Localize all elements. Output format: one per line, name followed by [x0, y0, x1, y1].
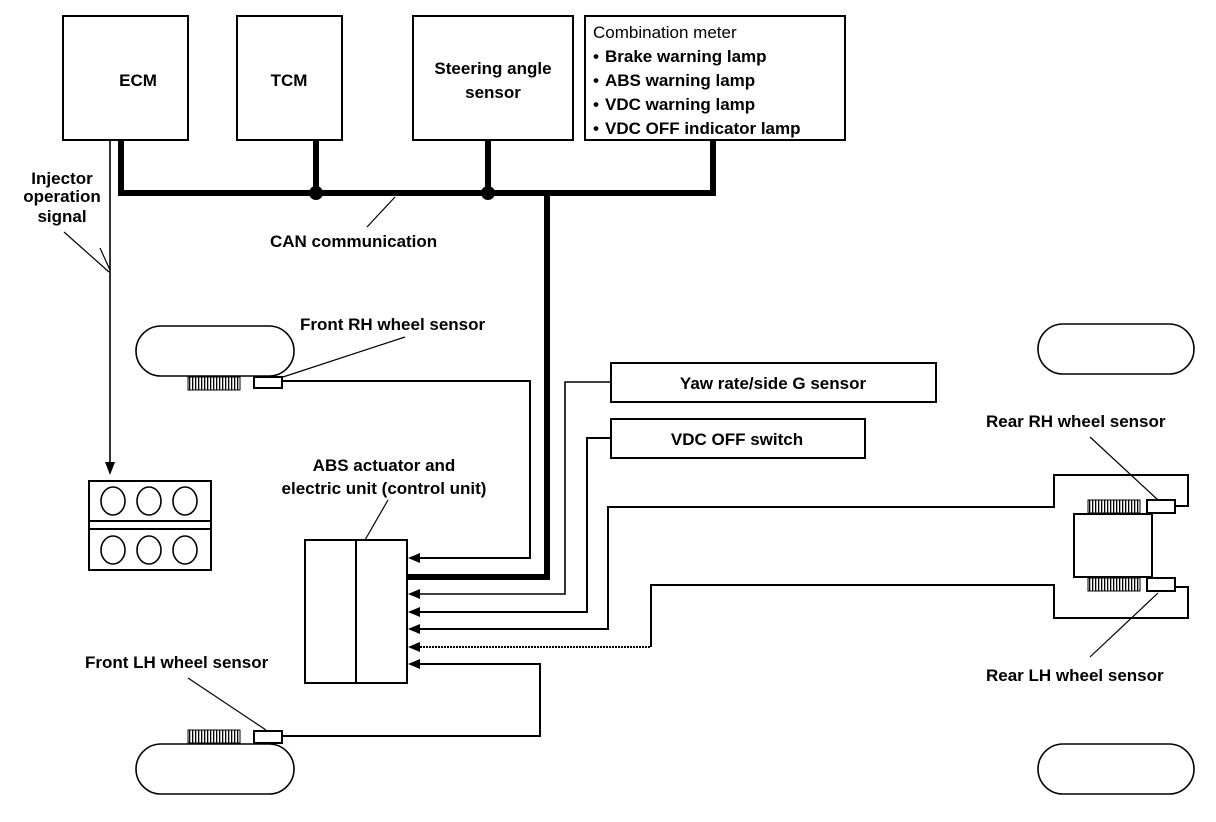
cylinder-icon	[100, 535, 126, 565]
can-bus: CAN communication	[118, 139, 716, 580]
engine-icon	[88, 480, 212, 571]
bullet-icon: •	[593, 119, 599, 138]
combination-meter-item: • ABS warning lamp	[593, 71, 755, 90]
injector-leader-line	[63, 231, 110, 273]
rear-rh-leader-line	[1089, 436, 1159, 501]
rear-rh-label: Rear RH wheel sensor	[986, 412, 1166, 431]
meter-item-vdc-off: VDC OFF indicator lamp	[605, 119, 801, 138]
bullet-icon: •	[593, 95, 599, 114]
injector-label-line3: signal	[37, 207, 86, 226]
yaw-rate-sensor: Yaw rate/side G sensor	[420, 362, 937, 595]
front-rh-wheel-icon	[135, 325, 295, 377]
can-leader-line	[366, 196, 396, 228]
bus-junction	[481, 186, 495, 200]
bullet-icon: •	[593, 47, 599, 66]
combination-meter-item: • Brake warning lamp	[593, 47, 767, 66]
sensor-rotor-icon	[1087, 499, 1141, 514]
vdc-off-switch: VDC OFF switch	[420, 418, 866, 613]
tcm-label: TCM	[271, 71, 308, 90]
combination-meter-module: Combination meter • Brake warning lamp •…	[584, 15, 846, 141]
sensor-rotor-icon	[1087, 577, 1141, 592]
steering-label-line1: Steering angle	[434, 59, 551, 78]
combination-meter-item: • VDC warning lamp	[593, 95, 755, 114]
meter-item-abs: ABS warning lamp	[605, 71, 755, 90]
differential-icon	[1073, 513, 1153, 578]
arrow-left-icon	[408, 659, 420, 669]
rear-lh-sensor-icon	[1146, 577, 1176, 592]
ecm-label: ECM	[119, 71, 157, 90]
cylinder-icon	[172, 486, 198, 516]
abs-label-line1: ABS actuator and	[313, 456, 456, 475]
can-label: CAN communication	[270, 232, 437, 251]
abs-label-line2: electric unit (control unit)	[282, 479, 487, 498]
tcm-module: TCM	[236, 15, 343, 141]
cylinder-icon	[136, 535, 162, 565]
rear-axle	[1073, 499, 1176, 592]
meter-item-brake: Brake warning lamp	[605, 47, 767, 66]
abs-leader-line	[364, 499, 389, 541]
combination-meter-title: Combination meter	[593, 23, 737, 42]
sensor-icon	[253, 730, 283, 744]
arrow-left-icon	[408, 624, 420, 634]
front-rh-leader-line	[282, 336, 406, 378]
bus-junction	[309, 186, 323, 200]
yaw-sensor-label: Yaw rate/side G sensor	[680, 374, 867, 393]
sensor-rotor-icon	[187, 376, 241, 391]
injector-label-line2: operation	[23, 187, 100, 206]
steering-label-line2: sensor	[465, 83, 521, 102]
arrow-left-icon	[408, 607, 420, 617]
injector-signal: Injector operation signal	[23, 140, 115, 475]
arrow-left-icon	[408, 553, 420, 563]
rear-lh-label: Rear LH wheel sensor	[986, 666, 1164, 685]
front-lh-leader-line	[187, 677, 267, 731]
meter-item-vdc: VDC warning lamp	[605, 95, 755, 114]
rear-rh-wheel-icon	[1037, 323, 1195, 375]
cylinder-icon	[172, 535, 198, 565]
rear-lh-leader-line	[1089, 592, 1159, 658]
front-lh-wheel-sensor: Front LH wheel sensor	[85, 653, 541, 744]
abs-actuator-unit: ABS actuator and electric unit (control …	[282, 456, 487, 684]
rear-lh-wheel-icon	[1037, 743, 1195, 795]
rear-rh-wheel-sensor: Rear RH wheel sensor	[420, 412, 1189, 630]
ecm-module: ECM	[62, 15, 189, 141]
injector-label-line1: Injector	[31, 169, 93, 188]
arrow-left-icon	[408, 642, 420, 652]
cylinder-icon	[136, 486, 162, 516]
sensor-icon	[253, 376, 283, 389]
bullet-icon: •	[593, 71, 599, 90]
front-lh-label: Front LH wheel sensor	[85, 653, 269, 672]
steering-angle-sensor-module: Steering angle sensor	[412, 15, 574, 141]
vdc-off-switch-label: VDC OFF switch	[671, 430, 803, 449]
arrow-down-icon	[105, 462, 115, 475]
cylinder-icon	[100, 486, 126, 516]
sensor-rotor-icon	[187, 729, 241, 744]
front-rh-label: Front RH wheel sensor	[300, 315, 486, 334]
combination-meter-item: • VDC OFF indicator lamp	[593, 119, 801, 138]
rear-rh-sensor-icon	[1146, 499, 1176, 514]
rear-lh-wheel-sensor: Rear LH wheel sensor	[420, 584, 1189, 685]
arrow-left-icon	[408, 589, 420, 599]
front-rh-wheel-sensor: Front RH wheel sensor	[187, 315, 531, 559]
front-lh-wheel-icon	[135, 743, 295, 795]
